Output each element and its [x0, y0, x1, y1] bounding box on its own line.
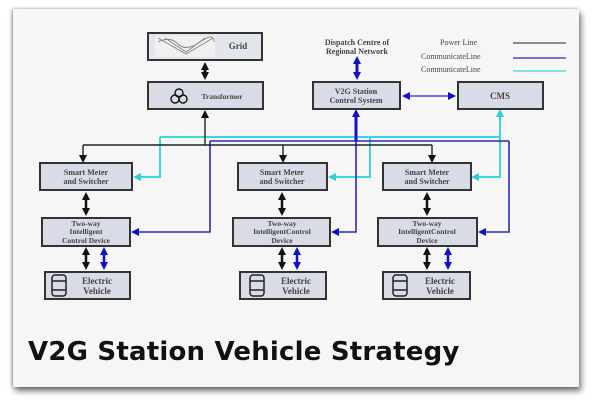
smart-meter-3-line-2: and Switcher: [404, 177, 450, 186]
tw3-line-3: Device: [416, 236, 438, 245]
ev3-line-1: Electric: [425, 276, 455, 286]
tw2-line-1: Two-way: [267, 219, 296, 228]
cms-node: CMS: [457, 81, 544, 110]
tw3-line-1: Two-way: [412, 219, 441, 228]
figure-caption: V2G Station Vehicle Strategy: [28, 337, 460, 367]
v2g-label-line-1: V2G Station: [335, 87, 378, 96]
figure-card: [13, 9, 579, 387]
tw1-line-1: Two-way: [71, 219, 100, 228]
transformer-icon: [170, 88, 188, 104]
communicate-line-1-network: [131, 140, 510, 236]
ev1-line-1: Electric: [82, 276, 112, 286]
tw2-line-2: IntelligentControl: [253, 227, 311, 236]
grid-waveform-icon: [155, 36, 215, 57]
smart-meter-3-line-1: Smart Meter: [405, 168, 450, 177]
grid-node: Grid: [147, 32, 263, 61]
v2g-control-system-node: V2G Station Control System: [312, 81, 401, 110]
dispatch-line-1: Dispatch Centre of: [325, 38, 390, 47]
tw1-line-3: Control Device: [62, 236, 111, 245]
electric-vehicle-1: Electric Vehicle: [44, 271, 131, 300]
car-icon: [392, 274, 408, 297]
legend: Power Line CommunicateLine CommunicateLi…: [421, 38, 566, 74]
smart-meter-1: Smart Meter and Switcher: [39, 162, 133, 191]
smart-meter-2: Smart Meter and Switcher: [237, 162, 328, 191]
transformer-node: Transformer: [147, 81, 264, 110]
ev2-line-2: Vehicle: [282, 286, 310, 296]
legend-power-label: Power Line: [440, 38, 478, 47]
tw3-line-2: IntelligentControl: [398, 227, 456, 236]
ev3-line-2: Vehicle: [426, 286, 454, 296]
tw2-line-3: Device: [271, 236, 293, 245]
dispatch-centre-label: Dispatch Centre of Regional Network: [325, 38, 390, 56]
two-way-device-1: Two-way Intelligent Control Device: [41, 217, 131, 247]
cms-label: CMS: [490, 91, 510, 101]
v2g-label-line-2: Control System: [330, 96, 383, 105]
branch-2: Smart Meter and Switcher Two-way Intelli…: [232, 162, 331, 300]
branch-3: Smart Meter and Switcher Two-way Intelli…: [377, 162, 478, 300]
two-way-device-3: Two-way IntelligentControl Device: [377, 217, 478, 247]
smart-meter-2-line-1: Smart Meter: [260, 168, 305, 177]
transformer-label: Transformer: [201, 92, 243, 101]
smart-meter-3: Smart Meter and Switcher: [382, 162, 472, 191]
branch-1: Smart Meter and Switcher Two-way Intelli…: [39, 162, 133, 300]
communicate-line-2-network: [133, 109, 504, 181]
legend-comm1-label: CommunicateLine: [421, 52, 481, 61]
tw1-line-2: Intelligent: [70, 227, 103, 236]
car-icon: [51, 274, 67, 297]
ev1-line-2: Vehicle: [83, 286, 111, 296]
electric-vehicle-2: Electric Vehicle: [239, 271, 327, 300]
grid-label: Grid: [229, 41, 248, 51]
ev2-line-1: Electric: [281, 276, 311, 286]
smart-meter-1-line-1: Smart Meter: [64, 168, 109, 177]
two-way-device-2: Two-way IntelligentControl Device: [232, 217, 331, 247]
electric-vehicle-3: Electric Vehicle: [382, 271, 471, 300]
legend-comm2-label: CommunicateLine: [421, 65, 481, 74]
power-line-network: [79, 110, 436, 163]
smart-meter-2-line-2: and Switcher: [259, 177, 305, 186]
smart-meter-1-line-2: and Switcher: [63, 177, 109, 186]
car-icon: [249, 274, 265, 297]
dispatch-line-2: Regional Network: [326, 47, 389, 56]
